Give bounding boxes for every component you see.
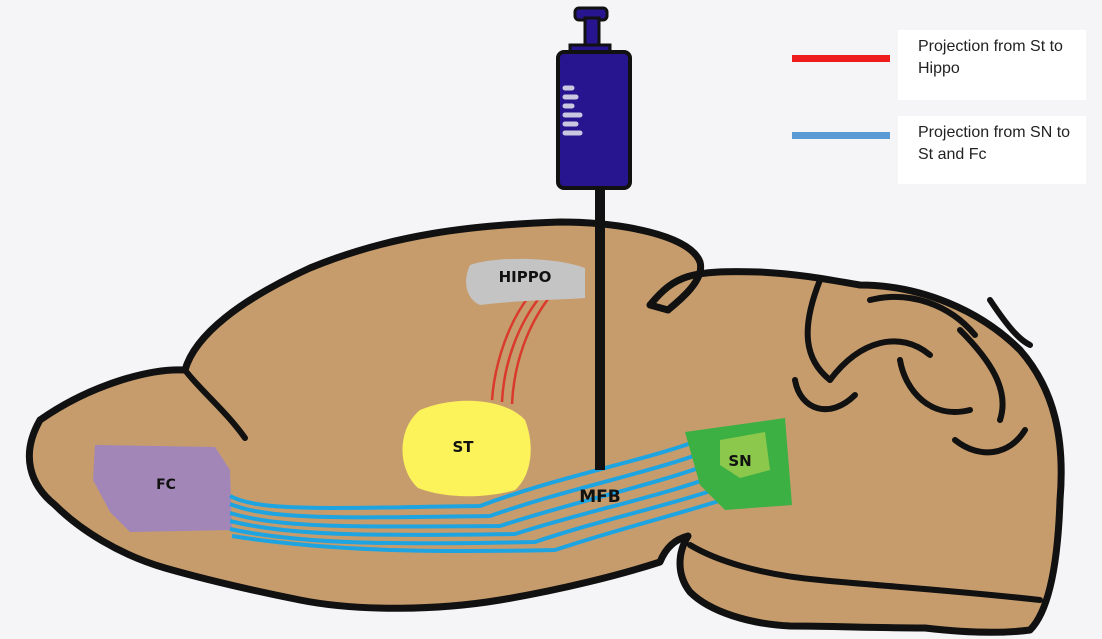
st-label: ST bbox=[452, 438, 474, 456]
legend-item-sn-st-fc: Projection from SN to St and Fc bbox=[898, 116, 1086, 184]
legend-swatch-red bbox=[792, 55, 890, 62]
legend-swatch-blue bbox=[792, 132, 890, 139]
fc-label: FC bbox=[156, 477, 176, 493]
mfb-label: MFB bbox=[579, 487, 621, 507]
legend-label: Projection from SN to St and Fc bbox=[918, 124, 1070, 163]
legend-item-st-hippo: Projection from St to Hippo bbox=[898, 30, 1086, 100]
hippo-label: HIPPO bbox=[499, 268, 552, 286]
legend-label: Projection from St to Hippo bbox=[918, 38, 1063, 77]
sn-label: SN bbox=[728, 452, 751, 470]
